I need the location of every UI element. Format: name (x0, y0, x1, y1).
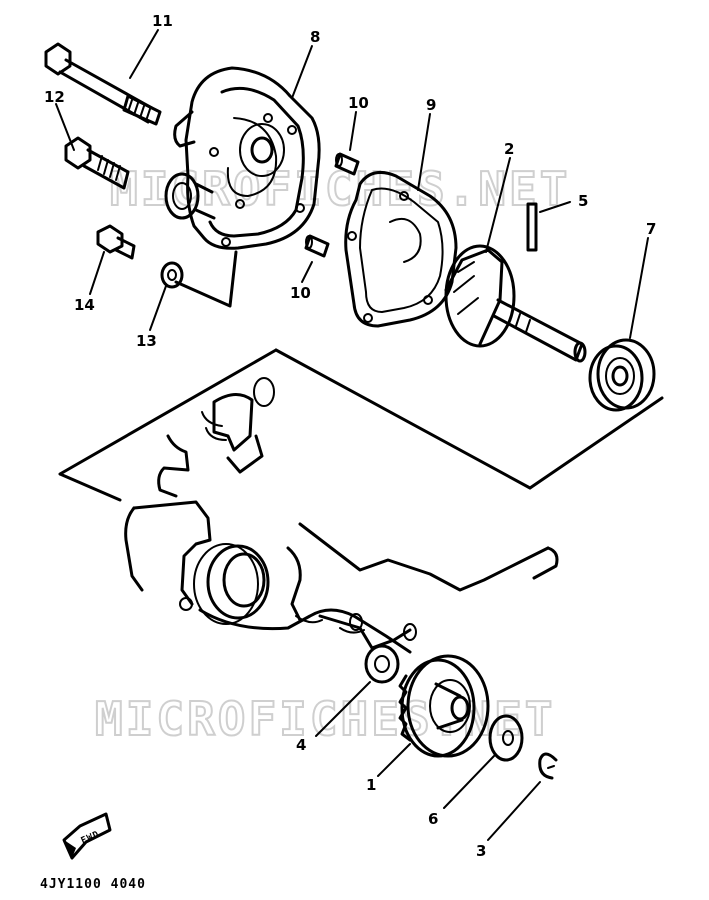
callout-1: 1 (366, 776, 376, 794)
washer-small (160, 261, 184, 289)
pump-gasket (344, 170, 458, 328)
callout-2: 2 (504, 140, 514, 158)
bolt-short (64, 136, 130, 190)
front-badge-label: FWD (80, 829, 102, 846)
washer-plain (488, 714, 524, 762)
drain-plug (96, 224, 136, 260)
bolt-long (44, 42, 162, 126)
callout-7: 7 (646, 220, 656, 238)
impeller-shaft (444, 244, 587, 363)
watermark-bottom: MICROFICHES.NET (95, 692, 555, 746)
callout-9: 9 (426, 96, 436, 114)
callout-4: 4 (296, 736, 306, 754)
callout-5: 5 (578, 192, 588, 210)
circlip (538, 752, 558, 780)
callout-10-lower: 10 (290, 284, 311, 302)
part-code: 4JY1100 4040 (40, 877, 146, 892)
callout-8: 8 (310, 28, 320, 46)
callout-3: 3 (476, 842, 486, 860)
shaft-pin (526, 202, 538, 252)
callout-6: 6 (428, 810, 438, 828)
pump-drive-gear (398, 654, 490, 758)
callout-14: 14 (74, 296, 95, 314)
assembly-outline (58, 250, 664, 502)
callout-10-upper: 10 (348, 94, 369, 112)
callout-11: 11 (152, 12, 173, 30)
crankcase (124, 377, 559, 654)
oil-seal (588, 338, 656, 412)
dowel-pin-lower (304, 234, 330, 258)
callout-13: 13 (136, 332, 157, 350)
dowel-pin-upper (334, 152, 360, 176)
water-pump-cover (164, 66, 321, 250)
callout-12: 12 (44, 88, 65, 106)
front-arrow-icon: FWD (62, 812, 112, 860)
washer-gear (364, 644, 400, 684)
leader-lines (55, 29, 649, 841)
